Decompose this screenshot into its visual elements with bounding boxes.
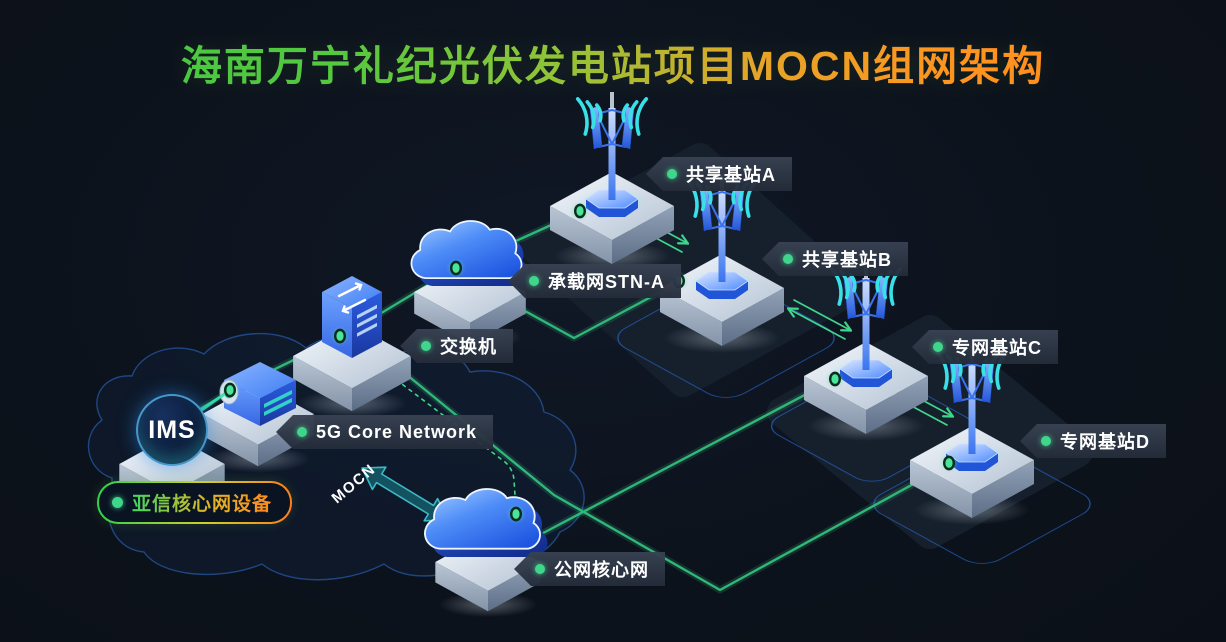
core-network-label: 5G Core Network <box>316 421 478 442</box>
base-station-a-label: 共享基站A <box>686 165 776 185</box>
green-dot-icon <box>1041 436 1051 446</box>
base-station-b-label: 共享基站B <box>802 250 892 270</box>
ims-node: IMS <box>136 394 208 466</box>
switch-icon <box>293 276 411 418</box>
green-dot-icon <box>667 169 677 179</box>
green-dot-icon <box>535 564 545 574</box>
asiainfo-badge: 亚信核心网设备 <box>97 481 293 524</box>
green-dot-icon <box>421 341 431 351</box>
green-dot-icon <box>783 254 793 264</box>
asiainfo-badge-label: 亚信核心网设备 <box>132 489 272 516</box>
swap-arrows-icon <box>337 282 367 314</box>
label-base-station-b: 共享基站B <box>762 242 908 276</box>
public-core-cloud-icon <box>424 488 549 618</box>
base-station-c-label: 专网基站C <box>952 338 1042 358</box>
label-base-station-d: 专网基站D <box>1020 424 1166 458</box>
ims-label: IMS <box>148 415 196 444</box>
core-network-server-icon <box>202 362 314 473</box>
page-title: 海南万宁礼纪光伏发电站项目MOCN组网架构 <box>0 32 1226 92</box>
green-dot-icon <box>112 497 123 508</box>
base-station-d-label: 专网基站D <box>1060 432 1150 452</box>
label-core-network: 5G Core Network <box>276 415 494 449</box>
label-base-station-c: 专网基站C <box>912 330 1058 364</box>
label-switch: 交换机 <box>400 329 513 363</box>
label-public-core: 公网核心网 <box>514 552 665 586</box>
dashed-link-to-public-core <box>389 374 517 511</box>
label-transport-cloud: 承载网STN-A <box>508 264 681 298</box>
green-dot-icon <box>297 427 307 437</box>
green-dot-icon <box>529 276 539 286</box>
public-core-label: 公网核心网 <box>554 560 649 580</box>
switch-label: 交换机 <box>440 337 497 357</box>
label-base-station-a: 共享基站A <box>646 157 792 191</box>
transport-cloud-label: 承载网STN-A <box>548 272 665 292</box>
green-dot-icon <box>933 342 943 352</box>
